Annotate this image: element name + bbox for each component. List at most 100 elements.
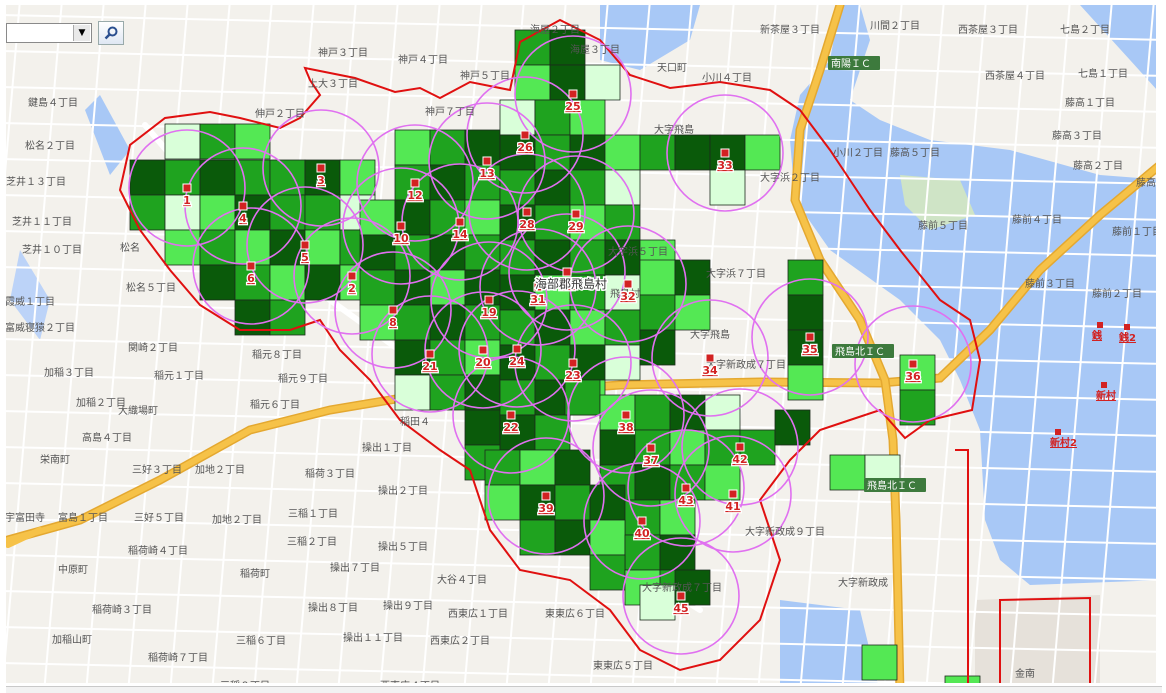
point-marker-icon[interactable]	[512, 344, 522, 354]
point-label[interactable]: 6	[246, 271, 257, 287]
point-label[interactable]: 42	[731, 452, 749, 468]
point-marker-icon[interactable]	[621, 410, 631, 420]
point-label[interactable]: 41	[724, 499, 742, 515]
point-label[interactable]: 31	[529, 292, 547, 308]
point-marker-icon[interactable]	[1097, 322, 1103, 328]
facility-point[interactable]: 2	[347, 271, 357, 296]
outside-marker-label[interactable]: 銭	[1091, 329, 1102, 342]
facility-point[interactable]: 3	[316, 163, 326, 189]
facility-point[interactable]: 42	[731, 442, 749, 468]
facility-point[interactable]: 6	[246, 261, 257, 287]
facility-point[interactable]: 24	[508, 344, 526, 370]
chevron-down-icon[interactable]: ▼	[73, 25, 90, 41]
point-label[interactable]: 20	[474, 355, 492, 371]
facility-point[interactable]: 30	[558, 267, 576, 293]
outside-marker-label[interactable]: 新村2	[1050, 436, 1077, 449]
point-marker-icon[interactable]	[482, 156, 492, 166]
point-marker-icon[interactable]	[388, 305, 398, 315]
point-label[interactable]: 19	[480, 305, 498, 321]
point-marker-icon[interactable]	[728, 489, 738, 499]
facility-point[interactable]: 21	[421, 349, 439, 375]
point-marker-icon[interactable]	[623, 279, 633, 289]
point-marker-icon[interactable]	[316, 163, 326, 173]
point-marker-icon[interactable]	[681, 483, 691, 493]
point-marker-icon[interactable]	[571, 209, 581, 219]
point-label[interactable]: 14	[451, 227, 469, 243]
outside-marker[interactable]: 新村	[1096, 382, 1116, 402]
point-marker-icon[interactable]	[300, 240, 310, 250]
point-label[interactable]: 38	[617, 420, 635, 436]
point-marker-icon[interactable]	[238, 201, 248, 211]
facility-point[interactable]: 22	[502, 410, 520, 436]
point-marker-icon[interactable]	[520, 130, 530, 140]
facility-point[interactable]: 12	[406, 178, 424, 204]
facility-point[interactable]: 35	[801, 332, 819, 357]
point-marker-icon[interactable]	[720, 148, 730, 158]
point-marker-icon[interactable]	[396, 221, 406, 231]
point-marker-icon[interactable]	[182, 183, 192, 193]
point-label[interactable]: 34	[701, 363, 719, 379]
point-marker-icon[interactable]	[735, 442, 745, 452]
facility-point[interactable]: 31	[529, 282, 547, 308]
facility-point[interactable]: 20	[474, 345, 492, 371]
point-marker-icon[interactable]	[410, 178, 420, 188]
facility-point[interactable]: 39	[537, 491, 555, 516]
point-marker-icon[interactable]	[646, 443, 656, 453]
point-marker-icon[interactable]	[533, 282, 543, 292]
point-label[interactable]: 3	[316, 173, 326, 189]
point-marker-icon[interactable]	[676, 591, 686, 601]
point-label[interactable]: 32	[619, 289, 637, 305]
point-label[interactable]: 33	[716, 158, 734, 174]
facility-point[interactable]: 32	[619, 279, 637, 305]
outside-marker-label[interactable]: 新村	[1096, 389, 1116, 402]
point-label[interactable]: 13	[478, 166, 496, 182]
point-label[interactable]: 12	[406, 188, 424, 204]
point-label[interactable]: 40	[633, 526, 651, 542]
point-marker-icon[interactable]	[562, 267, 572, 277]
point-label[interactable]: 5	[300, 250, 310, 266]
point-label[interactable]: 36	[904, 369, 922, 385]
point-label[interactable]: 26	[516, 140, 534, 156]
point-marker-icon[interactable]	[541, 491, 551, 501]
point-label[interactable]: 4	[238, 211, 249, 227]
point-marker-icon[interactable]	[425, 349, 435, 359]
point-label[interactable]: 29	[567, 219, 585, 235]
point-label[interactable]: 30	[558, 277, 576, 293]
facility-point[interactable]: 38	[617, 410, 635, 436]
point-label[interactable]: 23	[564, 368, 582, 384]
point-marker-icon[interactable]	[484, 295, 494, 305]
point-label[interactable]: 10	[392, 231, 410, 247]
point-marker-icon[interactable]	[506, 410, 516, 420]
outside-marker-label[interactable]: 銭2	[1118, 331, 1136, 344]
facility-point[interactable]: 19	[480, 295, 498, 321]
facility-point[interactable]: 10	[392, 221, 410, 247]
facility-point[interactable]: 26	[516, 130, 534, 156]
point-label[interactable]: 45	[672, 601, 690, 617]
facility-point[interactable]: 36	[904, 359, 922, 385]
outside-marker[interactable]: 銭2	[1118, 324, 1136, 344]
point-label[interactable]: 8	[388, 315, 398, 331]
point-marker-icon[interactable]	[1124, 324, 1130, 330]
facility-point[interactable]: 23	[564, 358, 582, 384]
point-marker-icon[interactable]	[568, 358, 578, 368]
facility-point[interactable]: 14	[451, 217, 469, 243]
facility-point[interactable]: 37	[642, 443, 660, 468]
point-label[interactable]: 21	[421, 359, 439, 375]
point-marker-icon[interactable]	[568, 89, 578, 99]
facility-point[interactable]: 43	[677, 483, 695, 508]
point-label[interactable]: 22	[502, 420, 520, 436]
facility-point[interactable]: 28	[518, 207, 536, 232]
point-marker-icon[interactable]	[1055, 429, 1061, 435]
facility-point[interactable]: 5	[300, 240, 310, 266]
facility-point[interactable]: 41	[724, 489, 742, 515]
facility-point[interactable]: 8	[388, 305, 398, 331]
map-canvas[interactable]: 海屋２丁目新茶屋３丁目川間２丁目西茶屋３丁目七島２丁目神戸３丁目神戸４丁目海屋３…	[6, 5, 1162, 688]
outside-marker[interactable]: 新村2	[1050, 429, 1077, 449]
point-marker-icon[interactable]	[455, 217, 465, 227]
point-marker-icon[interactable]	[805, 332, 815, 342]
point-label[interactable]: 24	[508, 354, 526, 370]
point-label[interactable]: 1	[182, 193, 192, 209]
facility-point[interactable]: 34	[701, 353, 719, 379]
